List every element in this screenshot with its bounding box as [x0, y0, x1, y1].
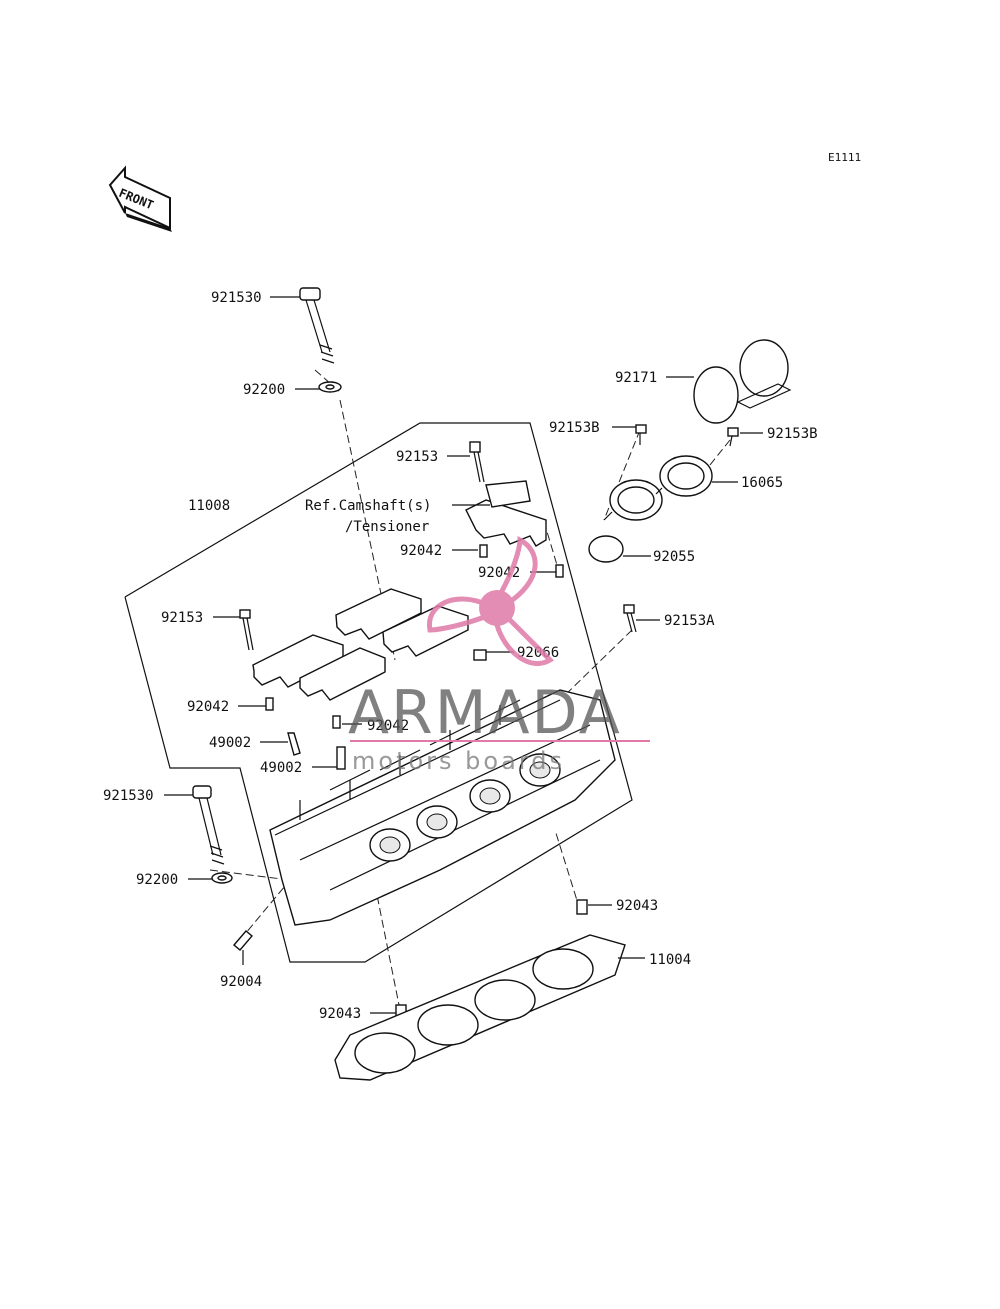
bolt-92153B-right	[727, 427, 739, 447]
camshaft-cap-3	[335, 588, 422, 640]
leader-lines	[164, 296, 763, 1014]
bolt-921530-bottom	[192, 785, 225, 865]
cylinder-head-11008	[269, 689, 616, 926]
camshaft-cap-2	[299, 647, 386, 701]
camshaft-cap-1	[252, 634, 344, 688]
label-92042-upper: 92042	[400, 543, 442, 559]
front-arrow-icon: FRONT	[108, 165, 172, 232]
label-11004: 11004	[649, 952, 691, 968]
clamp-92171	[693, 339, 792, 424]
stud-92004	[233, 930, 253, 951]
bolt-921530-top	[299, 287, 335, 364]
diagram-code: E1111	[828, 151, 861, 164]
camshaft-cap-upper	[465, 441, 547, 547]
fitting-92066	[473, 649, 487, 661]
label-11008: 11008	[188, 498, 230, 514]
label-92153A: 92153A	[664, 613, 715, 629]
o-ring-92055	[588, 535, 624, 563]
label-92042-left: 92042	[187, 699, 229, 715]
watermark-tagline: motors boards	[352, 747, 565, 775]
watermark-propeller-icon	[427, 535, 555, 667]
ref-note-line1: Ref.Camshaft(s)	[305, 498, 431, 514]
label-921530-bottom: 921530	[103, 788, 154, 804]
label-92171: 92171	[615, 370, 657, 386]
label-92042-lower: 92042	[367, 718, 409, 734]
label-92153B-right: 92153B	[767, 426, 818, 442]
label-49002-a: 49002	[209, 735, 251, 751]
label-92200-bottom: 92200	[136, 872, 178, 888]
dowel-pins	[265, 544, 588, 1020]
label-92153-left: 92153	[161, 610, 203, 626]
valve-guides-49002	[287, 732, 346, 770]
bolt-92153A	[623, 604, 637, 633]
label-92153-upper: 92153	[396, 449, 438, 465]
label-92055: 92055	[653, 549, 695, 565]
camshaft-cap-4	[382, 605, 469, 657]
washer-92200-bottom	[211, 872, 233, 884]
label-92200-top: 92200	[243, 382, 285, 398]
bolt-92153B-left	[635, 424, 647, 445]
washer-92200-top	[318, 381, 342, 393]
holder-16065	[603, 455, 713, 521]
label-16065: 16065	[741, 475, 783, 491]
watermark-brand: ARMADA	[348, 678, 622, 748]
label-921530-top: 921530	[211, 290, 262, 306]
label-92043-right: 92043	[616, 898, 658, 914]
label-92004: 92004	[220, 974, 262, 990]
ref-note-line2: /Tensioner	[345, 519, 429, 535]
label-49002-b: 49002	[260, 760, 302, 776]
assembly-outline-11008	[124, 422, 633, 963]
head-gasket-11004	[334, 934, 626, 1081]
label-92043-left: 92043	[319, 1006, 361, 1022]
label-92153B-left: 92153B	[549, 420, 600, 436]
bolt-92153-left	[239, 609, 254, 651]
